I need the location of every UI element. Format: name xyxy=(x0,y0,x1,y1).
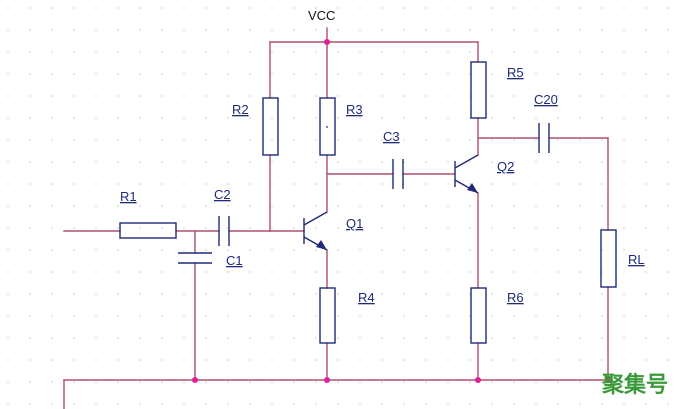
vcc-label: VCC xyxy=(308,8,335,23)
capacitor-c3 xyxy=(392,159,404,189)
q1-collector-lead xyxy=(303,211,328,226)
q2-collector-lead xyxy=(454,154,479,169)
label-r1: R1 xyxy=(120,189,137,204)
capacitor-c20 xyxy=(538,123,550,153)
capacitor-c1 xyxy=(178,252,212,264)
label-r4: R4 xyxy=(358,290,375,305)
junction-gnd-rl xyxy=(605,377,611,383)
transistor-q1 xyxy=(303,211,328,251)
resistors xyxy=(119,61,617,344)
background-grid xyxy=(7,7,669,405)
resistor-r3 xyxy=(319,97,336,156)
transistor-q2 xyxy=(454,154,479,194)
label-q1: Q1 xyxy=(346,216,363,231)
watermark-text: 聚集号 xyxy=(601,372,668,398)
resistor-rl xyxy=(600,229,617,288)
label-r5: R5 xyxy=(507,65,524,80)
label-r2: R2 xyxy=(232,102,249,117)
resistor-r4 xyxy=(319,287,336,344)
resistor-r5 xyxy=(470,61,487,119)
label-r6: R6 xyxy=(507,290,524,305)
labels: VCC R1 C2 C1 R2 R3 C3 Q1 R4 R5 C20 Q2 R6… xyxy=(120,8,645,305)
resistor-r2 xyxy=(262,97,279,156)
resistor-r1 xyxy=(119,222,177,239)
q2-emitter-arrow xyxy=(467,183,478,193)
capacitor-c2 xyxy=(218,216,230,246)
label-q2: Q2 xyxy=(497,159,514,174)
label-c20: C20 xyxy=(534,92,558,107)
wires xyxy=(63,27,611,409)
r3-marker-dot xyxy=(326,126,328,128)
junction-gnd-r4 xyxy=(324,377,330,383)
junctions xyxy=(192,39,611,383)
capacitors xyxy=(178,123,550,264)
label-rl: RL xyxy=(628,252,645,267)
q1-emitter-arrow xyxy=(316,240,327,250)
label-c1: C1 xyxy=(226,253,243,268)
junction-vcc xyxy=(324,39,330,45)
label-r3: R3 xyxy=(346,102,363,117)
label-c2: C2 xyxy=(214,187,231,202)
junction-gnd-r6 xyxy=(475,377,481,383)
label-c3: C3 xyxy=(383,129,400,144)
junction-gnd-c1 xyxy=(192,377,198,383)
resistor-r6 xyxy=(470,287,487,344)
